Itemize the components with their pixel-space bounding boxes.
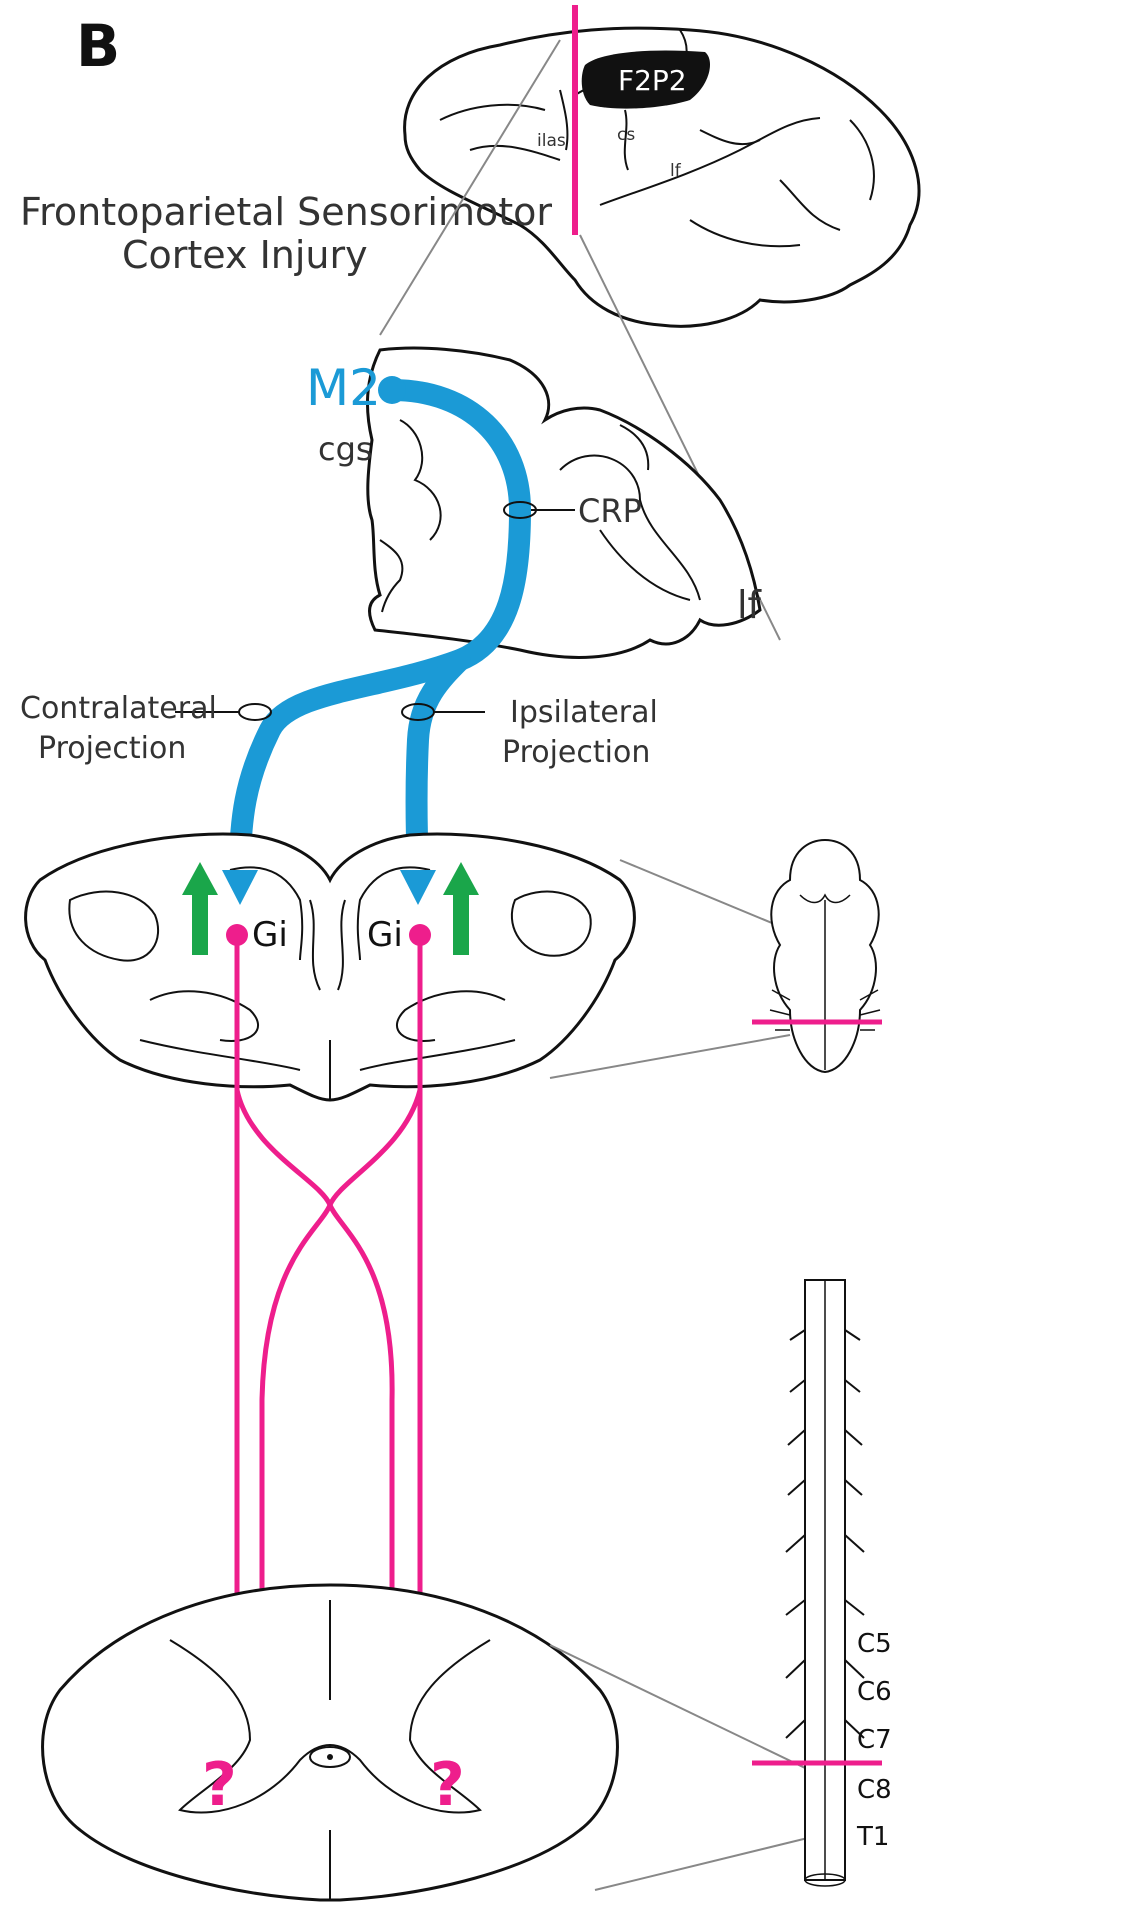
gi-right-label: Gi: [367, 915, 403, 955]
title-line-1: Frontoparietal Sensorimotor: [20, 190, 552, 234]
m2-origin-dot: [378, 376, 406, 404]
question-right: ?: [430, 1750, 465, 1820]
segment-c6: C6: [857, 1677, 892, 1707]
lateral-brain: F2P2 ilas cs lf: [405, 5, 919, 326]
title-line-2: Cortex Injury: [122, 233, 368, 277]
segment-c8: C8: [857, 1775, 892, 1805]
contra-ring: [239, 704, 271, 720]
panel-label: B: [76, 12, 120, 80]
segment-c7: C7: [857, 1725, 892, 1755]
sulcus-ilas-label: ilas: [537, 131, 566, 151]
m2-label: M2: [306, 359, 381, 417]
ipsi-label-2: Projection: [502, 735, 650, 770]
guide-spinal-bottom: [595, 1835, 820, 1890]
cgs-label: cgs: [318, 430, 373, 468]
lf-label: lf: [737, 583, 763, 627]
contra-label-2: Projection: [38, 731, 186, 766]
brainstem-section: [26, 834, 635, 1100]
guide-brainstem-bottom: [550, 1035, 790, 1078]
spinal-section: [43, 1585, 618, 1900]
contra-label-1: Contralateral: [20, 691, 217, 726]
brainstem-inset: [752, 840, 882, 1072]
ipsi-label-1: Ipsilateral: [510, 695, 658, 730]
segment-t1: T1: [856, 1822, 889, 1852]
question-left: ?: [202, 1750, 237, 1820]
sulcus-cs-label: cs: [617, 125, 635, 145]
sulcus-lf-label: lf: [670, 161, 682, 181]
segment-c5: C5: [857, 1629, 892, 1659]
gi-left-label: Gi: [252, 915, 288, 955]
lesion-label: F2P2: [618, 64, 687, 97]
crp-label: CRP: [578, 492, 642, 530]
